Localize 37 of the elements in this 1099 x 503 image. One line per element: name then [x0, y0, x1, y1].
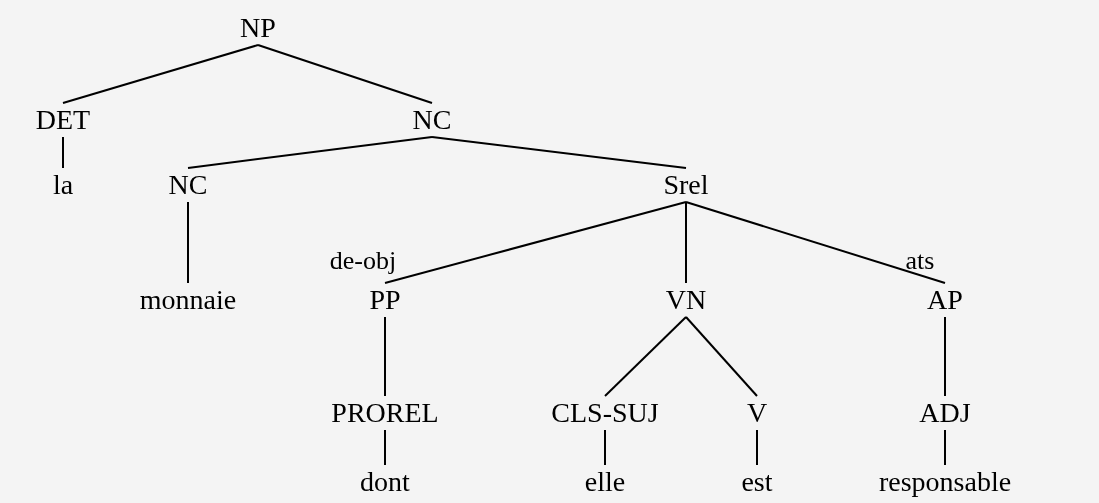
tree-label: NP [239, 12, 277, 44]
tree-branch [62, 44, 259, 104]
tree-branch [187, 136, 433, 169]
tree-label: est [740, 466, 774, 498]
tree-label: PROREL [330, 397, 440, 429]
tree-label: Srel [662, 169, 710, 201]
tree-label: elle [583, 466, 627, 498]
tree-label: monnaie [138, 284, 238, 316]
tree-label: CLS-SUJ [550, 397, 660, 429]
tree-label: NC [411, 104, 453, 136]
tree-label: DET [34, 104, 92, 136]
tree-branch [604, 429, 606, 466]
tree-branch [685, 316, 758, 397]
tree-label: PP [368, 284, 402, 316]
tree-branch [431, 136, 687, 169]
tree-label: dont [359, 466, 411, 498]
tree-branch [685, 201, 946, 284]
function-label: ats [905, 248, 935, 274]
tree-label: VN [664, 284, 708, 316]
tree-branch [187, 201, 189, 284]
tree-label: AP [926, 284, 964, 316]
tree-branch [756, 429, 758, 466]
tree-branch [685, 201, 687, 284]
tree-branch [384, 201, 687, 284]
tree-branch [944, 316, 946, 397]
tree-branch [257, 44, 433, 104]
tree-branch [384, 429, 386, 466]
tree-label: la [51, 169, 75, 201]
tree-branch [384, 316, 386, 397]
tree-branch [944, 429, 946, 466]
function-label: de-obj [329, 248, 397, 274]
tree-branch [604, 316, 687, 397]
tree-label: responsable [877, 466, 1013, 498]
tree-label: V [745, 397, 769, 429]
tree-label: ADJ [918, 397, 972, 429]
tree-branch [62, 136, 64, 169]
tree-label: NC [167, 169, 209, 201]
